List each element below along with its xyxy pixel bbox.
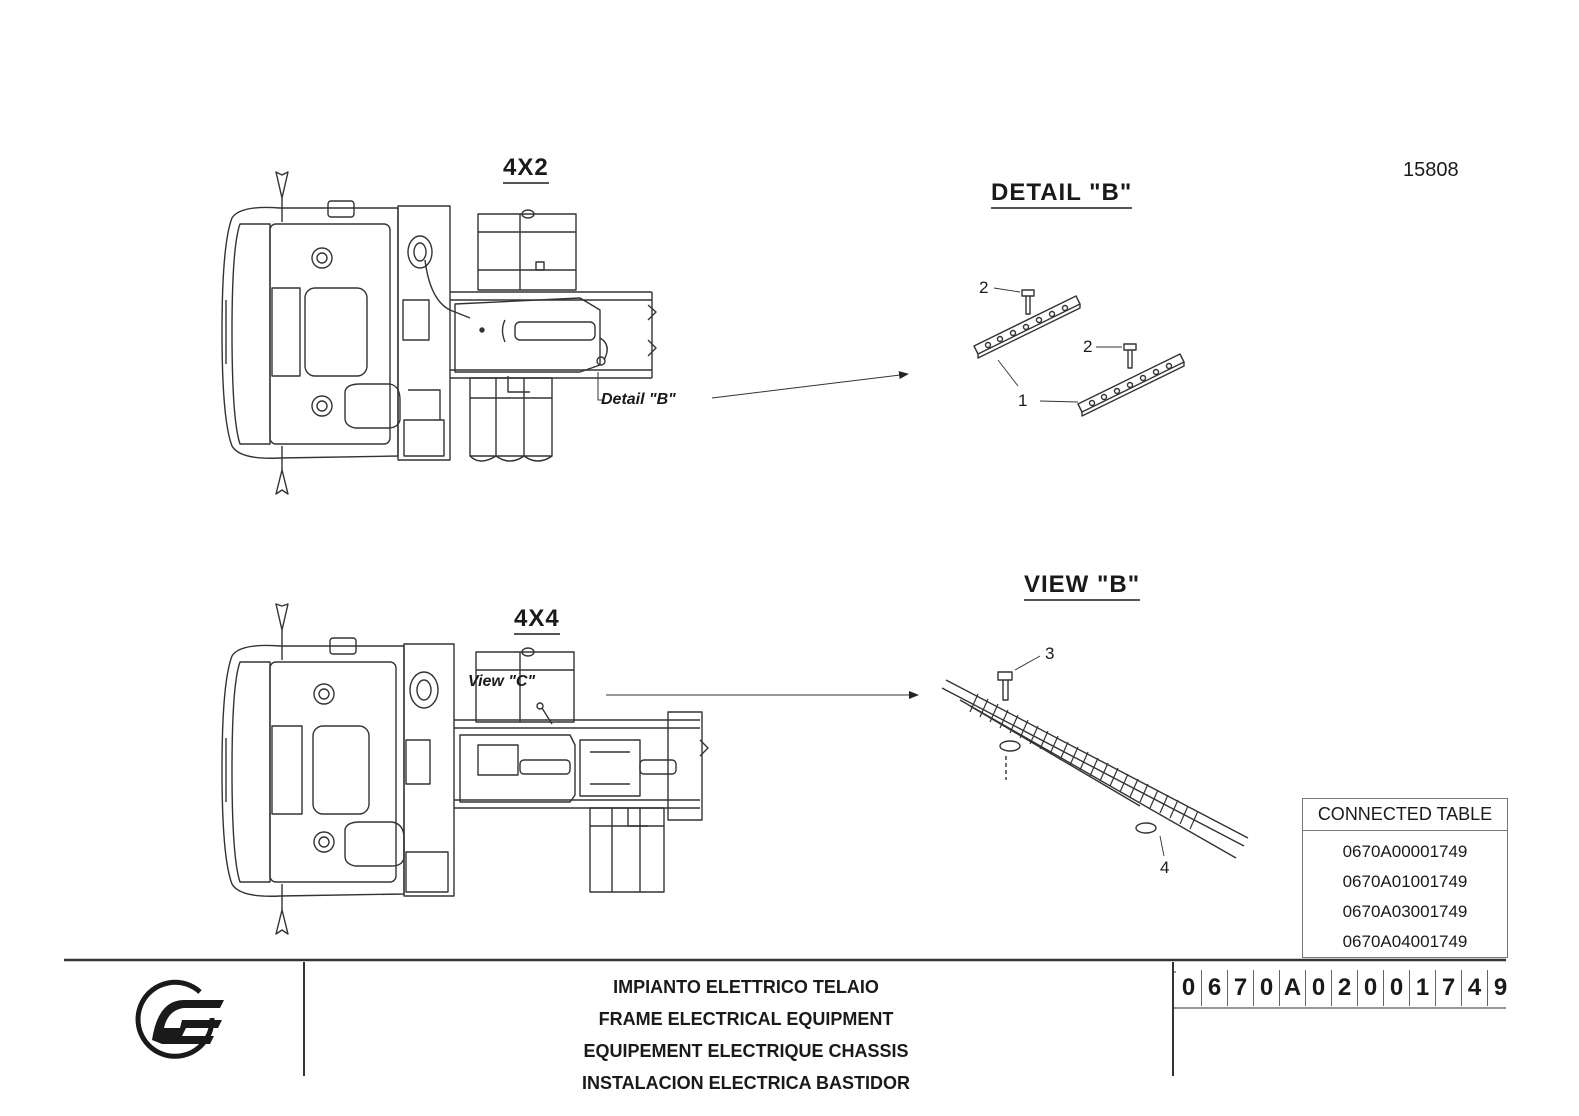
doc-digit: A	[1280, 970, 1306, 1006]
callout-3: 3	[1045, 644, 1055, 663]
doc-digit: 9	[1493, 974, 1508, 1001]
title-line-fr: EQUIPEMENT ELECTRIQUE CHASSIS	[583, 1041, 909, 1061]
doc-digit: 6	[1202, 970, 1228, 1006]
truck-4x2-drawing	[221, 171, 657, 495]
doc-digit: 0	[1306, 970, 1332, 1006]
title-line-en: FRAME ELECTRICAL EQUIPMENT	[598, 1009, 894, 1029]
title-line-it: IMPIANTO ELETTRICO TELAIO	[613, 977, 879, 997]
sheet-number: 15808	[1403, 159, 1459, 181]
callout-2a: 2	[979, 278, 989, 297]
view-b-title: VIEW "B"	[1024, 572, 1141, 601]
doc-digit: 0	[1176, 970, 1202, 1006]
connected-table: CONNECTED TABLE 0670A00001749 0670A01001…	[1302, 798, 1508, 958]
doc-digit: 4	[1462, 970, 1488, 1006]
callout-1: 1	[1018, 391, 1028, 410]
document-number: 0 6 7 0 A 0 2 0 0 1 7 4 9	[1176, 970, 1513, 1006]
doc-digit: 0	[1254, 970, 1280, 1006]
title-block: IMPIANTO ELETTRICO TELAIO FRAME ELECTRIC…	[520, 971, 972, 1099]
connected-table-row: 0670A04001749	[1342, 932, 1468, 951]
view-b-drawing	[941, 655, 1249, 859]
truck-4x4-drawing	[221, 603, 709, 935]
connected-table-row: 0670A03001749	[1342, 902, 1468, 921]
doc-digit: 2	[1332, 970, 1358, 1006]
connected-table-row: 0670A01001749	[1342, 872, 1468, 891]
callout-4: 4	[1160, 858, 1170, 877]
doc-digit: 0	[1384, 970, 1410, 1006]
company-logo	[135, 979, 224, 1059]
view-title-4x2: 4X2	[503, 155, 549, 184]
connected-table-row: 0670A00001749	[1342, 842, 1468, 861]
connected-table-header: CONNECTED TABLE	[1303, 799, 1507, 831]
detail-b-title: DETAIL "B"	[991, 180, 1133, 209]
doc-digit: 1	[1410, 970, 1436, 1006]
title-line-es: INSTALACION ELECTRICA BASTIDOR	[582, 1073, 910, 1093]
detail-b-label: Detail "B"	[601, 391, 676, 408]
doc-digit: 0	[1358, 970, 1384, 1006]
callout-2b: 2	[1083, 337, 1093, 356]
detail-b-arrow	[711, 371, 909, 399]
doc-digit: 7	[1436, 970, 1462, 1006]
view-title-4x4: 4X4	[514, 606, 560, 635]
doc-digit: 7	[1228, 970, 1254, 1006]
detail-b-drawing	[973, 287, 1185, 417]
view-c-label: View "C"	[468, 673, 536, 690]
